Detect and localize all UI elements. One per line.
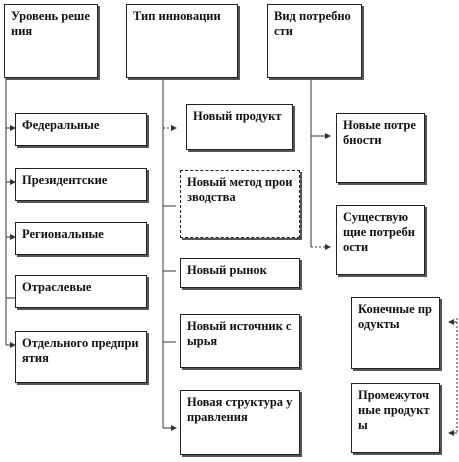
- type-new-raw-source-label: Новый источник сырья: [187, 319, 292, 348]
- level-industry: Отраслевые: [15, 275, 147, 308]
- level-presidential: Президентские: [15, 168, 147, 201]
- need-existing: Существующие потребности: [336, 205, 425, 275]
- type-new-raw-source: Новый источник сырья: [180, 314, 300, 368]
- header-need-type-label: Вид потребности: [274, 9, 351, 38]
- header-decision-level: Уровень решения: [4, 4, 98, 78]
- level-enterprise: Отдельного предприятия: [15, 331, 147, 383]
- header-decision-level-label: Уровень решения: [11, 9, 90, 38]
- level-enterprise-label: Отдельного предприятия: [22, 336, 139, 365]
- level-industry-label: Отраслевые: [22, 280, 92, 294]
- type-new-market-label: Новый рынок: [187, 263, 267, 277]
- type-new-product: Новый продукт: [186, 104, 293, 150]
- type-new-method: Новый метод производства: [180, 170, 300, 238]
- product-intermediate-label: Промежуточные продукты: [358, 388, 430, 432]
- level-federal-label: Федеральные: [22, 118, 100, 132]
- level-presidential-label: Президентские: [22, 173, 108, 187]
- header-innovation-type-label: Тип инновации: [133, 9, 221, 23]
- header-innovation-type: Тип инновации: [126, 4, 238, 78]
- level-regional-label: Региональные: [22, 227, 104, 241]
- type-new-management-structure-label: Новая структура управления: [187, 395, 293, 424]
- need-new: Новые потребности: [336, 113, 425, 183]
- level-regional: Региональные: [15, 222, 147, 255]
- product-intermediate: Промежуточные продукты: [351, 383, 440, 453]
- product-final: Конечные продукты: [351, 297, 440, 369]
- need-existing-label: Существующие потребности: [343, 210, 415, 254]
- type-new-market: Новый рынок: [180, 258, 300, 288]
- product-final-label: Конечные продукты: [358, 302, 432, 331]
- level-federal: Федеральные: [15, 113, 147, 146]
- type-new-method-label: Новый метод производства: [187, 175, 293, 204]
- need-new-label: Новые потребности: [343, 118, 416, 147]
- type-new-product-label: Новый продукт: [193, 109, 282, 123]
- header-need-type: Вид потребности: [267, 4, 362, 78]
- type-new-management-structure: Новая структура управления: [180, 390, 300, 455]
